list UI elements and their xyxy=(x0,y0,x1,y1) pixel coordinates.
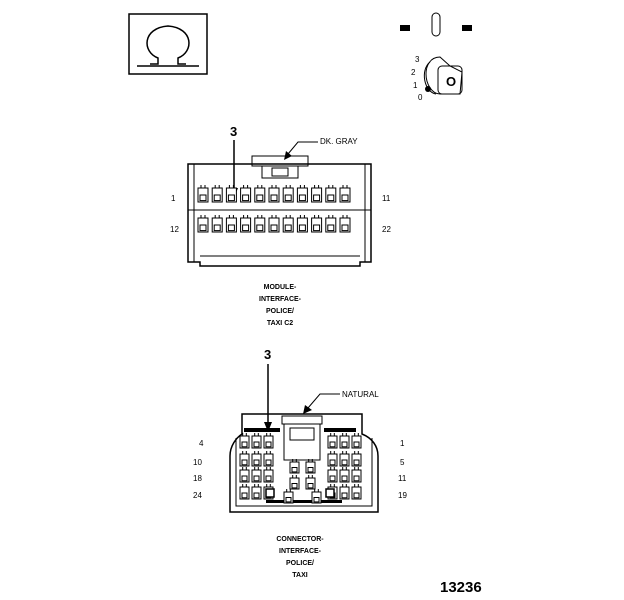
harness-pin-label-1: 1 xyxy=(400,439,405,448)
harness-cavity xyxy=(327,467,338,483)
module-cavity xyxy=(268,215,280,233)
module-cavity xyxy=(282,215,294,233)
module-color-label: DK. GRAY xyxy=(320,137,358,146)
harness-cavity xyxy=(339,451,350,467)
harness-caption-line-4: TAXI xyxy=(292,572,307,579)
module-cavity xyxy=(339,215,351,233)
square-terminal xyxy=(265,488,275,498)
module-pin-label-11: 11 xyxy=(382,194,391,203)
ignition-key-icon: O 3 2 1 0 xyxy=(400,12,472,102)
module-cavity xyxy=(268,185,280,203)
module-pin-label-12: 12 xyxy=(170,225,179,234)
harness-cavity xyxy=(283,489,294,504)
key-position-2: 2 xyxy=(411,68,416,77)
harness-color-label: NATURAL xyxy=(342,390,379,399)
harness-pin-label-18: 18 xyxy=(193,474,202,483)
harness-pin-label-4: 4 xyxy=(199,439,204,448)
harness-cavity xyxy=(339,484,350,500)
module-cavity xyxy=(211,185,223,203)
module-cavity xyxy=(197,215,209,233)
harness-cavity xyxy=(239,451,250,467)
square-terminal xyxy=(325,488,335,498)
module-cavity xyxy=(325,215,337,233)
key-glyph: O xyxy=(446,74,456,89)
harness-cavity xyxy=(263,451,274,467)
module-cavity xyxy=(225,185,237,203)
module-cavity-grid xyxy=(197,185,351,233)
harness-cavity xyxy=(305,459,316,474)
module-caption-line-1: MODULE- xyxy=(264,284,297,291)
module-caption-line-2: INTERFACE- xyxy=(259,296,302,303)
harness-pin-label-10: 10 xyxy=(193,458,202,467)
key-position-3: 3 xyxy=(415,55,420,64)
module-pin-ref: 3 xyxy=(230,124,237,139)
harness-caption-line-1: CONNECTOR- xyxy=(276,536,324,543)
harness-pin-label-19: 19 xyxy=(398,491,407,500)
module-cavity xyxy=(325,185,337,203)
module-pin-label-22: 22 xyxy=(382,225,391,234)
module-cavity xyxy=(240,215,252,233)
harness-cavity xyxy=(239,433,250,449)
figure-number: 13236 xyxy=(440,579,482,596)
harness-caption-line-3: POLICE/ xyxy=(286,560,314,567)
module-cavity xyxy=(254,185,266,203)
harness-cavity xyxy=(251,451,262,467)
harness-cavity xyxy=(351,467,362,483)
module-cavity xyxy=(311,215,323,233)
module-cavity xyxy=(311,185,323,203)
module-cavity xyxy=(240,185,252,203)
harness-connector: 3 NATURAL 4 1 10 5 18 11 24 19 CONNECTOR… xyxy=(193,347,407,579)
harness-cavity xyxy=(351,484,362,500)
ohm-symbol-icon xyxy=(128,13,208,75)
harness-cavity xyxy=(289,459,300,474)
module-pin-label-1: 1 xyxy=(171,194,176,203)
harness-cavity xyxy=(351,433,362,449)
module-cavity xyxy=(225,215,237,233)
module-caption-line-4: TAXI C2 xyxy=(267,320,293,327)
module-cavity xyxy=(296,185,308,203)
harness-cavity xyxy=(289,475,300,490)
harness-cavity xyxy=(305,475,316,490)
harness-cavity xyxy=(311,489,322,504)
module-cavity xyxy=(211,215,223,233)
module-connector: 3 DK. GRAY 1 11 12 22 MODULE- INTERFACE-… xyxy=(170,124,391,327)
harness-cavity xyxy=(251,433,262,449)
harness-cavity xyxy=(251,467,262,483)
key-position-0: 0 xyxy=(418,93,423,102)
module-cavity xyxy=(254,215,266,233)
harness-cavity-grid xyxy=(239,433,362,504)
module-cavity xyxy=(339,185,351,203)
harness-cavity xyxy=(251,484,262,500)
harness-pin-ref: 3 xyxy=(264,347,271,362)
harness-pin-label-24: 24 xyxy=(193,491,202,500)
module-cavity xyxy=(296,215,308,233)
module-cavity xyxy=(282,185,294,203)
harness-caption-line-2: INTERFACE- xyxy=(279,548,322,555)
harness-cavity xyxy=(327,451,338,467)
harness-cavity xyxy=(239,467,250,483)
harness-pin-label-5: 5 xyxy=(400,458,405,467)
harness-cavity xyxy=(263,433,274,449)
harness-cavity xyxy=(339,467,350,483)
harness-cavity xyxy=(339,433,350,449)
module-cavity xyxy=(197,185,209,203)
harness-cavity xyxy=(327,433,338,449)
key-position-1: 1 xyxy=(413,81,418,90)
harness-cavity xyxy=(239,484,250,500)
harness-cavity xyxy=(351,451,362,467)
module-caption-line-3: POLICE/ xyxy=(266,308,294,315)
harness-pin-label-11: 11 xyxy=(398,474,407,483)
harness-cavity xyxy=(263,467,274,483)
